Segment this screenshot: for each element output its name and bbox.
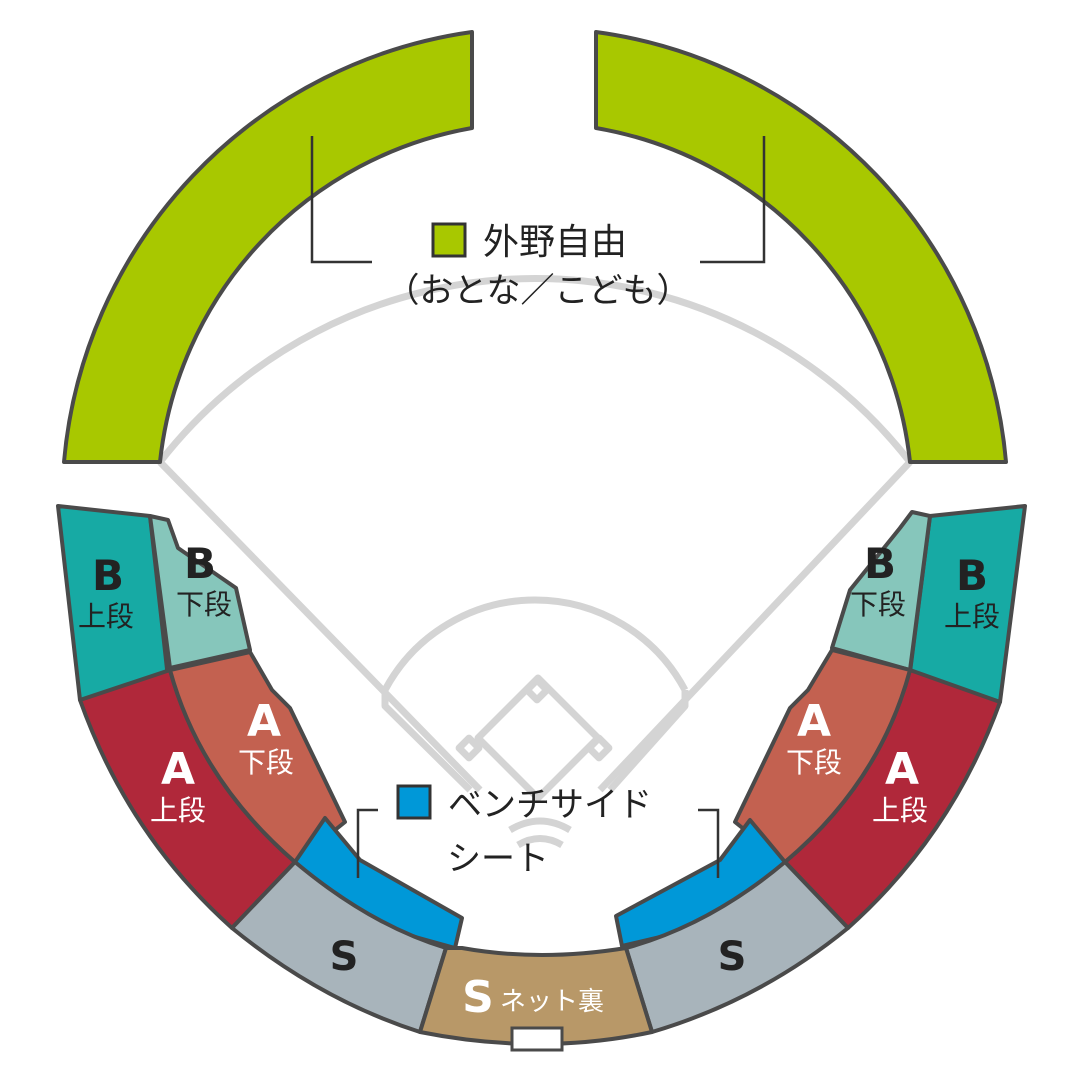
s-net-letter: S [462, 972, 494, 1023]
right-stands [614, 504, 1027, 1034]
bench-bracket-left [356, 808, 378, 878]
diamond [474, 674, 602, 802]
outfield-bracket-left [310, 136, 372, 264]
s-right-letter: S [718, 934, 747, 980]
a-lower-right-letter: A [797, 696, 831, 747]
infield-arc [381, 596, 689, 692]
b-upper-left-letter: B [92, 551, 124, 600]
outfield-right-section[interactable] [594, 30, 1008, 464]
a-lower-left-letter: A [247, 696, 281, 747]
outfield-seats[interactable] [62, 30, 1008, 464]
foul-line-left [157, 459, 483, 793]
outfield-sublabel: （おとな／こども） [386, 271, 691, 311]
s-net-suffix: ネット裏 [500, 987, 604, 1017]
outfield-legend-swatch [431, 222, 467, 258]
bench-label-line2: シート [447, 839, 549, 879]
b-lower-left-tier: 下段 [176, 588, 232, 621]
outfield-left-section[interactable] [62, 30, 474, 464]
b-upper-right-tier: 上段 [944, 600, 1000, 633]
bench-legend-swatch [396, 784, 432, 820]
a-lower-left-tier: 下段 [238, 746, 294, 779]
b-lower-right-letter: B [864, 539, 896, 588]
b-upper-left-tier: 上段 [78, 600, 134, 633]
section-s-net[interactable] [418, 946, 654, 1046]
b-lower-left-letter: B [184, 539, 216, 588]
field-lines [157, 275, 913, 849]
a-upper-right-letter: A [885, 744, 919, 795]
outfield-fence-line [157, 275, 913, 465]
bench-legend: ベンチサイド シート [356, 784, 720, 879]
second-base [523, 676, 551, 704]
home-gate [510, 1026, 564, 1052]
bench-label-line1: ベンチサイド [448, 785, 652, 825]
third-base [455, 734, 483, 762]
b-lower-right-tier: 下段 [850, 588, 906, 621]
b-upper-right-letter: B [956, 551, 988, 600]
outfield-bracket-right [700, 136, 766, 264]
s-left-letter: S [330, 934, 359, 980]
foul-line-right [597, 459, 913, 793]
outfield-legend: 外野自由 （おとな／こども） [310, 136, 766, 311]
section-a-lower-left[interactable] [168, 650, 347, 864]
left-stands [56, 504, 464, 1034]
a-upper-right-tier: 上段 [872, 794, 928, 827]
baseline-right [607, 690, 689, 793]
a-lower-right-tier: 下段 [786, 746, 842, 779]
outfield-label: 外野自由 [483, 222, 627, 263]
first-base [585, 734, 613, 762]
section-labels: B 上段 B 下段 A 下段 A 上段 S B 下段 B 上段 A 下段 A 上… [78, 539, 1000, 1023]
home-plate-area [508, 817, 572, 849]
a-upper-left-letter: A [161, 744, 195, 795]
baseline-left [381, 690, 473, 793]
a-upper-left-tier: 上段 [150, 794, 206, 827]
section-a-lower-right[interactable] [733, 648, 912, 864]
bench-bracket-right [698, 808, 720, 878]
